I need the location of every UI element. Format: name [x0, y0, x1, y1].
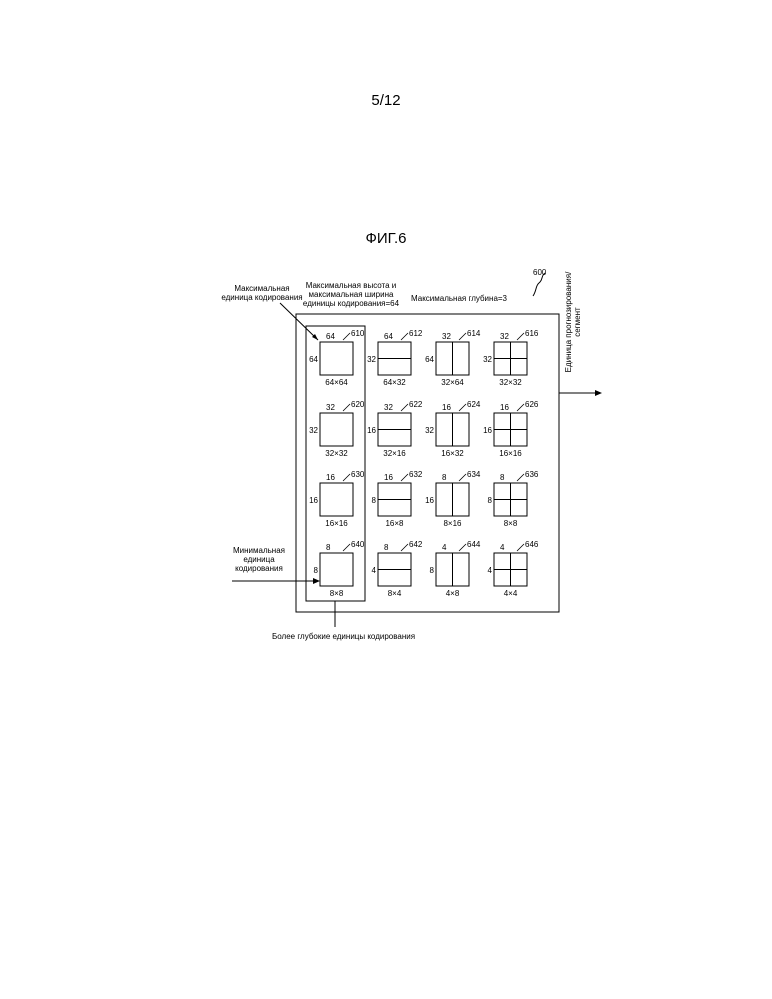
deeper-units-label: Более глубокие единицы кодирования	[272, 632, 415, 641]
max-unit-leader	[280, 303, 318, 340]
block-636-top-dim: 8	[500, 473, 504, 482]
block-610-leader	[343, 333, 350, 340]
block-612-left-dim: 32	[336, 355, 376, 364]
block-636-size: 8×8	[491, 519, 531, 528]
block-646-size: 4×4	[491, 589, 531, 598]
block-620-size: 32×32	[317, 449, 357, 458]
block-640-left-dim: 8	[278, 566, 318, 575]
block-646-top-dim: 4	[500, 543, 504, 552]
prediction-label: Единица прогнозирования/ сегмент	[564, 262, 584, 382]
min-unit-label-line2: единица	[222, 555, 296, 564]
block-616-size: 32×32	[491, 378, 531, 387]
block-620-ref: 620	[351, 400, 364, 409]
block-616-leader	[517, 333, 524, 340]
block-630-size: 16×16	[317, 519, 357, 528]
block-622-ref: 622	[409, 400, 422, 409]
block-616-ref: 616	[525, 329, 538, 338]
block-646-leader	[517, 544, 524, 551]
block-644-size: 4×8	[433, 589, 473, 598]
block-626-left-dim: 16	[452, 426, 492, 435]
block-614-leader	[459, 333, 466, 340]
block-644-leader	[459, 544, 466, 551]
block-636-left-dim: 8	[452, 496, 492, 505]
block-614-size: 32×64	[433, 378, 473, 387]
block-630-top-dim: 16	[326, 473, 335, 482]
max-hw-label-line1: Максимальная высота и	[295, 281, 407, 290]
block-626-size: 16×16	[491, 449, 531, 458]
block-630-left-dim: 16	[278, 496, 318, 505]
block-624-left-dim: 32	[394, 426, 434, 435]
block-620-leader	[343, 404, 350, 411]
block-612-leader	[401, 333, 408, 340]
block-642-left-dim: 4	[336, 566, 376, 575]
block-610-left-dim: 64	[278, 355, 318, 364]
block-646-ref: 646	[525, 540, 538, 549]
block-614-left-dim: 64	[394, 355, 434, 364]
block-642-leader	[401, 544, 408, 551]
block-634-leader	[459, 474, 466, 481]
block-634-top-dim: 8	[442, 473, 446, 482]
block-620-left-dim: 32	[278, 426, 318, 435]
block-640-leader	[343, 544, 350, 551]
block-644-top-dim: 4	[442, 543, 446, 552]
block-626-leader	[517, 404, 524, 411]
block-624-leader	[459, 404, 466, 411]
block-636-leader	[517, 474, 524, 481]
block-632-top-dim: 16	[384, 473, 393, 482]
block-634-ref: 634	[467, 470, 480, 479]
block-632-left-dim: 8	[336, 496, 376, 505]
block-646-left-dim: 4	[452, 566, 492, 575]
block-626-ref: 626	[525, 400, 538, 409]
block-642-top-dim: 8	[384, 543, 388, 552]
block-632-leader	[401, 474, 408, 481]
block-642-ref: 642	[409, 540, 422, 549]
block-644-ref: 644	[467, 540, 480, 549]
max-hw-label: Максимальная высота и максимальная ширин…	[295, 281, 407, 308]
block-626-top-dim: 16	[500, 403, 509, 412]
block-636-ref: 636	[525, 470, 538, 479]
block-624-top-dim: 16	[442, 403, 451, 412]
prediction-arrowhead	[595, 390, 602, 396]
block-640-top-dim: 8	[326, 543, 330, 552]
min-unit-label-line1: Минимальная	[222, 546, 296, 555]
prediction-label-line1: Единица прогнозирования/	[564, 262, 573, 382]
block-640-size: 8×8	[317, 589, 357, 598]
block-630-ref: 630	[351, 470, 364, 479]
prediction-label-line2: сегмент	[573, 262, 582, 382]
block-622-leader	[401, 404, 408, 411]
block-644-left-dim: 8	[394, 566, 434, 575]
block-632-ref: 632	[409, 470, 422, 479]
block-640-ref: 640	[351, 540, 364, 549]
block-610-top-dim: 64	[326, 332, 335, 341]
block-622-size: 32×16	[375, 449, 415, 458]
block-624-ref: 624	[467, 400, 480, 409]
block-624-size: 16×32	[433, 449, 473, 458]
block-616-top-dim: 32	[500, 332, 509, 341]
column-frame	[306, 326, 365, 601]
block-614-ref: 614	[467, 329, 480, 338]
block-632-size: 16×8	[375, 519, 415, 528]
block-612-ref: 612	[409, 329, 422, 338]
block-610-ref: 610	[351, 329, 364, 338]
block-620-top-dim: 32	[326, 403, 335, 412]
block-634-left-dim: 16	[394, 496, 434, 505]
block-614-top-dim: 32	[442, 332, 451, 341]
max-hw-label-line3: единицы кодирования=64	[295, 299, 407, 308]
block-630-leader	[343, 474, 350, 481]
ref-600: 600	[533, 268, 546, 277]
min-unit-arrowhead	[313, 578, 320, 584]
max-hw-label-line2: максимальная ширина	[295, 290, 407, 299]
block-616-left-dim: 32	[452, 355, 492, 364]
block-610-size: 64×64	[317, 378, 357, 387]
block-622-left-dim: 16	[336, 426, 376, 435]
block-642-size: 8×4	[375, 589, 415, 598]
block-634-size: 8×16	[433, 519, 473, 528]
block-612-size: 64×32	[375, 378, 415, 387]
block-612-top-dim: 64	[384, 332, 393, 341]
block-622-top-dim: 32	[384, 403, 393, 412]
max-depth-label: Максимальная глубина=3	[411, 294, 507, 303]
